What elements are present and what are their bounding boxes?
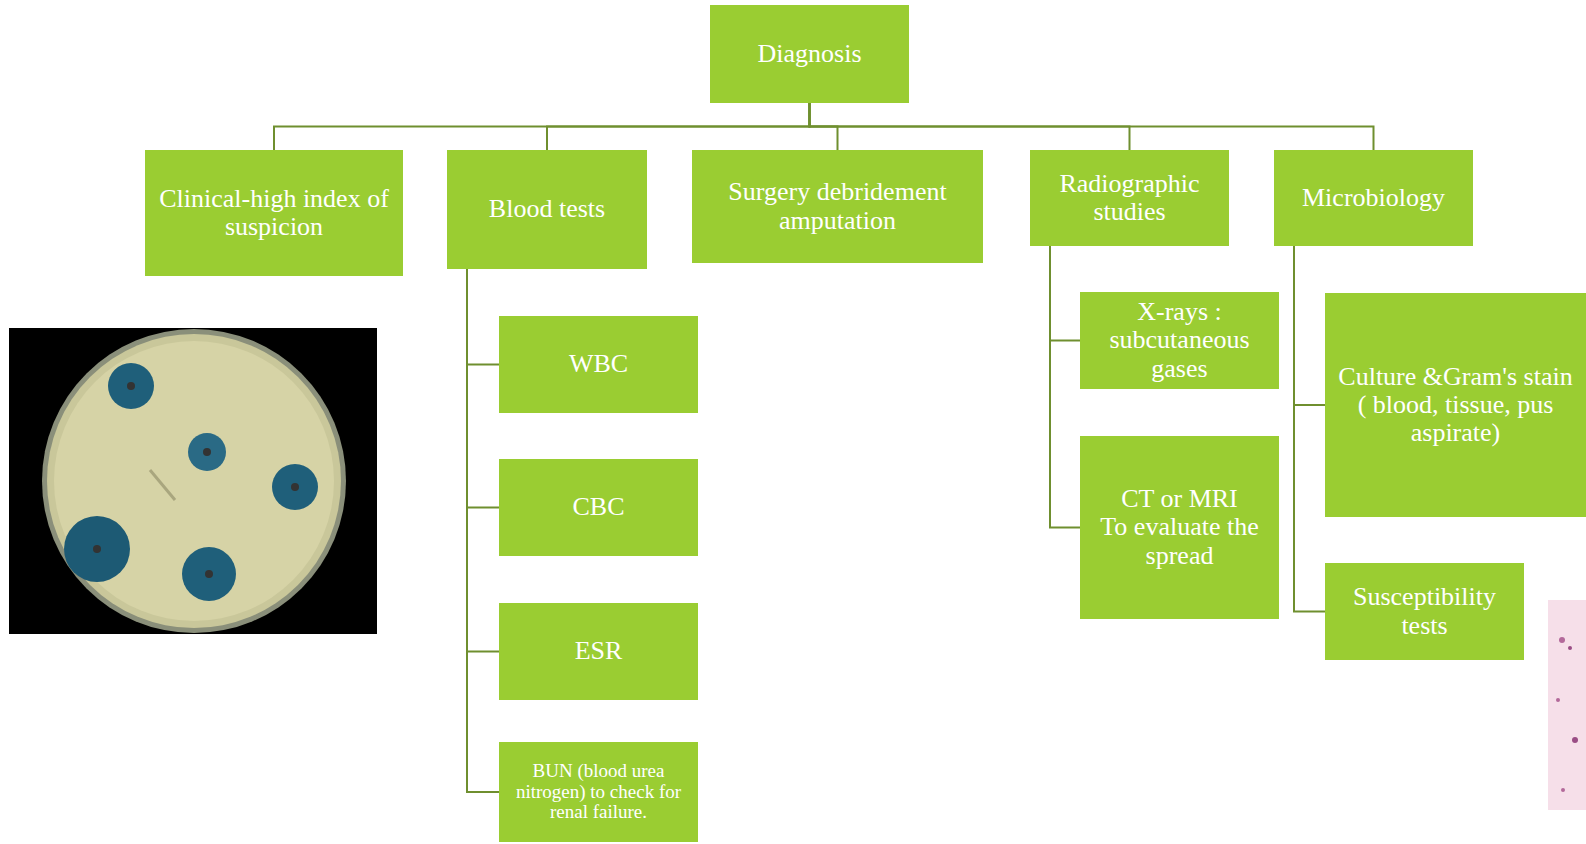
process-box: Blood tests xyxy=(447,150,647,269)
connector-line xyxy=(1050,246,1080,341)
process-box: Radiographic studies xyxy=(1030,150,1229,246)
box-label: Microbiology xyxy=(1302,184,1445,212)
box-label: Diagnosis xyxy=(758,40,862,68)
connector-line xyxy=(1294,246,1325,612)
box-label: CT or MRI xyxy=(1121,485,1238,513)
box-label: CBC xyxy=(572,493,624,521)
connector-path xyxy=(547,103,810,150)
process-box: X-rays : subcutaneous gases xyxy=(1080,292,1279,389)
connector-line xyxy=(1294,246,1325,405)
connector-line xyxy=(467,269,499,652)
box-label: WBC xyxy=(569,350,628,378)
process-box: Susceptibility tests xyxy=(1325,563,1524,660)
connector-path xyxy=(1050,246,1080,528)
box-label: Clinical-high index of suspicion xyxy=(153,185,395,241)
box-label: X-rays : subcutaneous gases xyxy=(1088,298,1271,382)
connector-path xyxy=(467,269,499,652)
connector-path xyxy=(1294,246,1325,405)
box-label: BUN (blood urea nitrogen) to check for r… xyxy=(507,761,690,823)
box-label: To evaluate the spread xyxy=(1088,513,1271,569)
connector-line xyxy=(1050,246,1080,528)
process-box: Clinical-high index of suspicion xyxy=(145,150,403,276)
connector-path xyxy=(467,269,499,792)
connector-path xyxy=(274,103,810,150)
process-box: WBC xyxy=(499,316,698,413)
box-label: Surgery debridement amputation xyxy=(700,178,975,234)
connector-line xyxy=(467,269,499,508)
connector-line xyxy=(467,269,499,365)
box-label: Culture &Gram's stain xyxy=(1338,363,1572,391)
process-box: Culture &Gram's stain( blood, tissue, pu… xyxy=(1325,293,1586,517)
process-box: Microbiology xyxy=(1274,150,1473,246)
box-label: ESR xyxy=(575,637,623,665)
connector-path xyxy=(1294,246,1325,612)
connector-line xyxy=(274,103,810,150)
connector-path xyxy=(810,103,1374,150)
microscopy-fragment xyxy=(1548,600,1586,810)
process-box: BUN (blood urea nitrogen) to check for r… xyxy=(499,742,698,842)
connector-line xyxy=(547,103,810,150)
process-box: Surgery debridement amputation xyxy=(692,150,983,263)
connector-line xyxy=(810,103,1374,150)
connector-path xyxy=(1050,246,1080,341)
box-label: Susceptibility tests xyxy=(1333,583,1516,639)
process-box: CT or MRITo evaluate the spread xyxy=(1080,436,1279,619)
box-label: Radiographic studies xyxy=(1038,170,1221,226)
process-box: Diagnosis xyxy=(710,5,909,103)
connector-line xyxy=(467,269,499,792)
petri-dish-photo xyxy=(9,328,377,634)
process-box: CBC xyxy=(499,459,698,556)
connector-path xyxy=(467,269,499,508)
process-box: ESR xyxy=(499,603,698,700)
box-label: Blood tests xyxy=(489,195,605,223)
connector-path xyxy=(467,269,499,365)
box-label: ( blood, tissue, pus aspirate) xyxy=(1333,391,1578,447)
